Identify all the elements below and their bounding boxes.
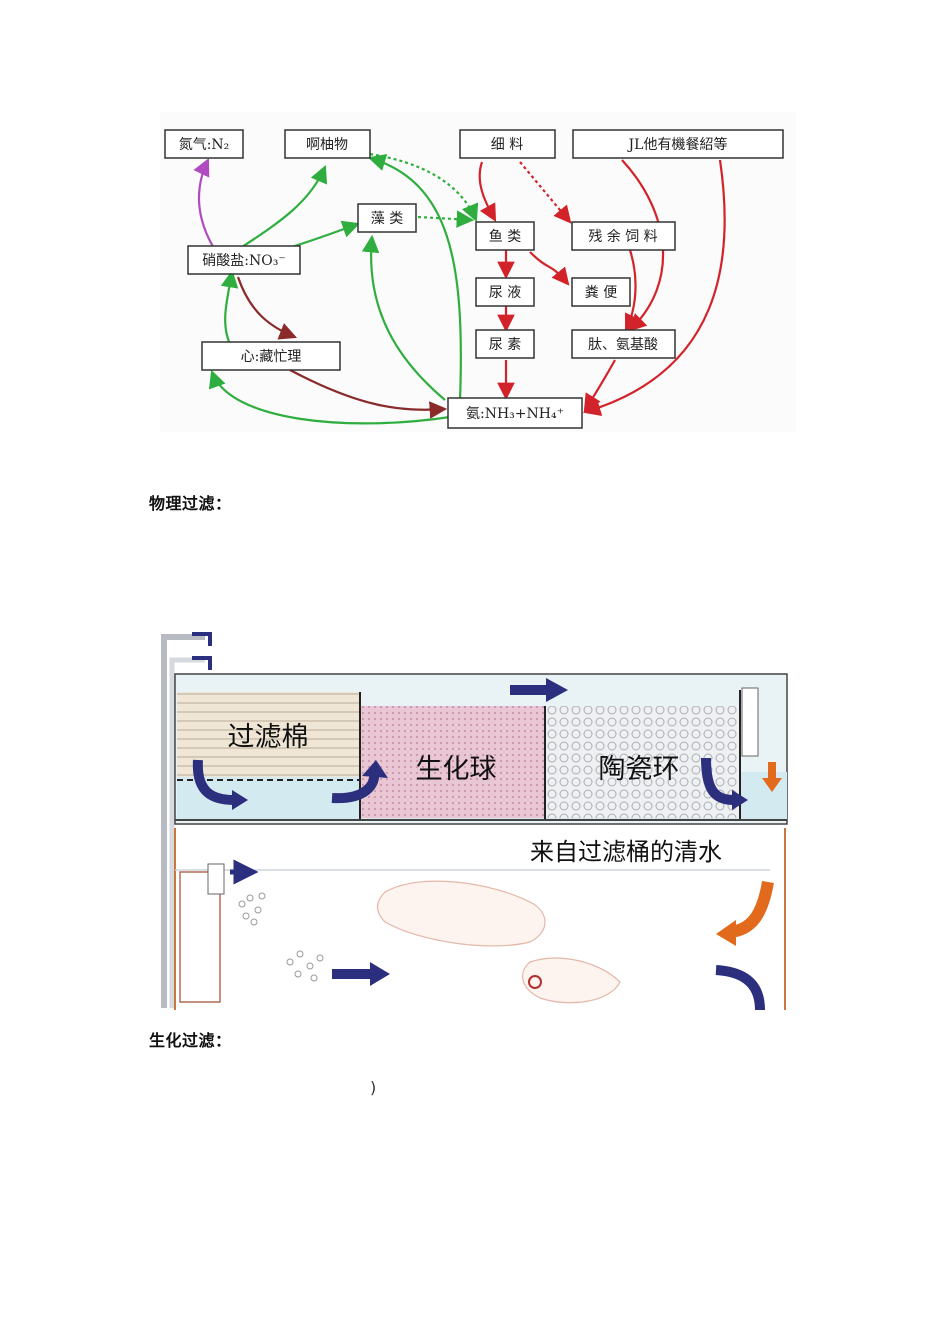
arrow-amino-to-ammonia bbox=[583, 359, 616, 412]
box-plants: 啊柚物 bbox=[284, 129, 371, 159]
biochemical-filtration-heading: 生化过滤： bbox=[149, 1031, 232, 1050]
arrow-nitrite-to-nitrate bbox=[220, 269, 239, 345]
svg-text:啊柚物: 啊柚物 bbox=[306, 137, 348, 153]
box-nitrate: 硝酸盐:NO₃⁻ bbox=[187, 245, 301, 275]
svg-text:JL他有機餐紹等: JL他有機餐紹等 bbox=[627, 136, 728, 153]
svg-text:尿 液: 尿 液 bbox=[489, 285, 521, 301]
box-other: JL他有機餐紹等 bbox=[572, 129, 784, 159]
box-amino: 肽、氨基酸 bbox=[571, 329, 676, 359]
arrow-nitrate-to-plants bbox=[241, 164, 328, 248]
label-bioball: 生化球 bbox=[416, 754, 497, 785]
box-algae: 藻 类 bbox=[357, 203, 417, 233]
svg-text:藻 类: 藻 类 bbox=[371, 211, 403, 227]
svg-text:鱼 类: 鱼 类 bbox=[489, 228, 521, 245]
arrow-leftover-to-amino bbox=[625, 249, 641, 332]
box-n2: 氮气:N₂ bbox=[164, 129, 244, 159]
arrow-other-to-ammonia bbox=[582, 159, 726, 417]
svg-text:粪 便: 粪 便 bbox=[585, 285, 617, 301]
nitrogen-cycle-diagram: 氮气:N₂ 啊柚物 细 料 JL他有機餐紹等 藻 类 鱼 类 残 余 饲 料 硝… bbox=[160, 112, 796, 432]
arrow-bait-to-fish bbox=[478, 161, 497, 222]
box-feces: 粪 便 bbox=[571, 277, 631, 307]
svg-text:氨:NH₃+NH₄⁺: 氨:NH₃+NH₄⁺ bbox=[466, 406, 564, 422]
svg-text:心:藏忙理: 心:藏忙理 bbox=[241, 349, 302, 365]
arrow-nitrate-to-n2 bbox=[193, 158, 216, 251]
arrow-bait-to-leftover bbox=[519, 161, 572, 224]
label-clear-water: 来自过滤桶的清水 bbox=[530, 838, 722, 866]
arrow-nitrite-to-ammonia bbox=[289, 369, 448, 419]
box-bait: 细 料 bbox=[459, 129, 556, 159]
box-ammonia: 氨:NH₃+NH₄⁺ bbox=[447, 397, 583, 429]
svg-text:细 料: 细 料 bbox=[491, 137, 523, 153]
arrow-nitrate-to-nitrite bbox=[236, 276, 298, 340]
arrow-plants-to-fish bbox=[369, 152, 479, 223]
arrow-fish-to-feces bbox=[529, 251, 570, 286]
physical-filtration-heading: 物理过滤： bbox=[149, 494, 232, 513]
box-fish: 鱼 类 bbox=[475, 221, 535, 251]
box-urine: 尿 液 bbox=[475, 277, 535, 307]
svg-text:尿 素: 尿 素 bbox=[489, 337, 521, 353]
arrow-ammonia-to-algae bbox=[361, 234, 446, 401]
filter-tank-diagram: 过滤棉 生化球 陶瓷环 来自过滤桶的清水 bbox=[150, 632, 790, 1010]
svg-text:氮气:N₂: 氮气:N₂ bbox=[179, 137, 230, 153]
box-urea: 尿 素 bbox=[475, 329, 535, 359]
svg-text:肽、氨基酸: 肽、氨基酸 bbox=[588, 336, 658, 353]
box-nitrite: 心:藏忙理 bbox=[201, 341, 341, 371]
arrow-ammonia-to-plants bbox=[367, 154, 462, 401]
box-leftover: 残 余 饲 料 bbox=[571, 221, 676, 251]
stray-parenthesis: ) bbox=[370, 1078, 377, 1097]
svg-text:硝酸盐:NO₃⁻: 硝酸盐:NO₃⁻ bbox=[202, 253, 285, 269]
label-cotton: 过滤棉 bbox=[228, 722, 309, 753]
label-ceramic: 陶瓷环 bbox=[599, 754, 680, 785]
svg-text:残 余 饲 料: 残 余 饲 料 bbox=[588, 228, 657, 245]
arrow-ammonia-to-nitrite bbox=[208, 369, 451, 425]
